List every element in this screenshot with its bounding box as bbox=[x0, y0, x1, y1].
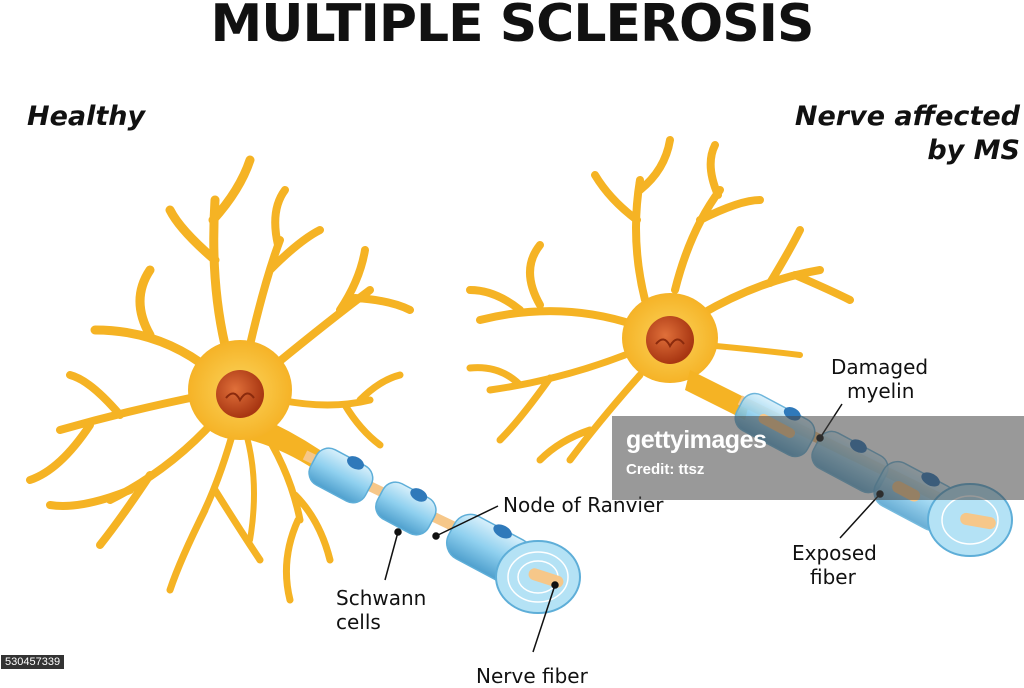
panel-label-ms-line1: Nerve affected bbox=[794, 101, 1020, 132]
label-exposed-fiber: Exposed fiber bbox=[792, 541, 877, 589]
watermark-credit: Credit: ttsz bbox=[626, 461, 705, 478]
label-schwann-line2: cells bbox=[336, 610, 381, 634]
watermark-logo: gettyimages bbox=[626, 426, 767, 454]
ms-axon-cross-section bbox=[927, 483, 1013, 557]
label-nerve-fiber: Nerve fiber bbox=[476, 664, 588, 688]
label-exposed-line1: Exposed bbox=[792, 541, 877, 565]
label-damaged-line1: Damaged bbox=[831, 355, 929, 379]
healthy-dendrites bbox=[26, 155, 414, 604]
panel-label-ms: Nerve affected by MS bbox=[795, 100, 1020, 168]
leader-exposed-fiber bbox=[839, 493, 881, 539]
watermark-banner: gettyimages Credit: ttsz bbox=[612, 416, 1024, 500]
label-damaged-myelin: Damaged myelin bbox=[831, 355, 928, 403]
healthy-axon bbox=[302, 447, 581, 614]
leader-nerve-fiber bbox=[532, 584, 556, 653]
label-schwann-line1: Schwann bbox=[336, 586, 427, 610]
panel-label-ms-line2: by MS bbox=[927, 135, 1020, 166]
healthy-neuron bbox=[26, 155, 581, 614]
label-damaged-line2: myelin bbox=[847, 379, 915, 403]
healthy-nucleus bbox=[216, 370, 264, 418]
ms-dendrites bbox=[466, 136, 854, 464]
ms-nucleus bbox=[646, 316, 694, 364]
leader-lines bbox=[384, 403, 884, 653]
ms-axon-hillock bbox=[685, 370, 750, 420]
leader-node-of-ranvier bbox=[435, 505, 499, 537]
healthy-axon-cross-section bbox=[495, 540, 581, 614]
panel-label-healthy: Healthy bbox=[27, 101, 146, 132]
page-title: MULTIPLE SCLEROSIS bbox=[210, 0, 815, 54]
label-schwann-cells: Schwann cells bbox=[336, 586, 426, 634]
leader-schwann-cells bbox=[384, 531, 399, 581]
label-exposed-line2: fiber bbox=[810, 565, 856, 589]
stock-id-badge: 530457339 bbox=[1, 655, 65, 669]
